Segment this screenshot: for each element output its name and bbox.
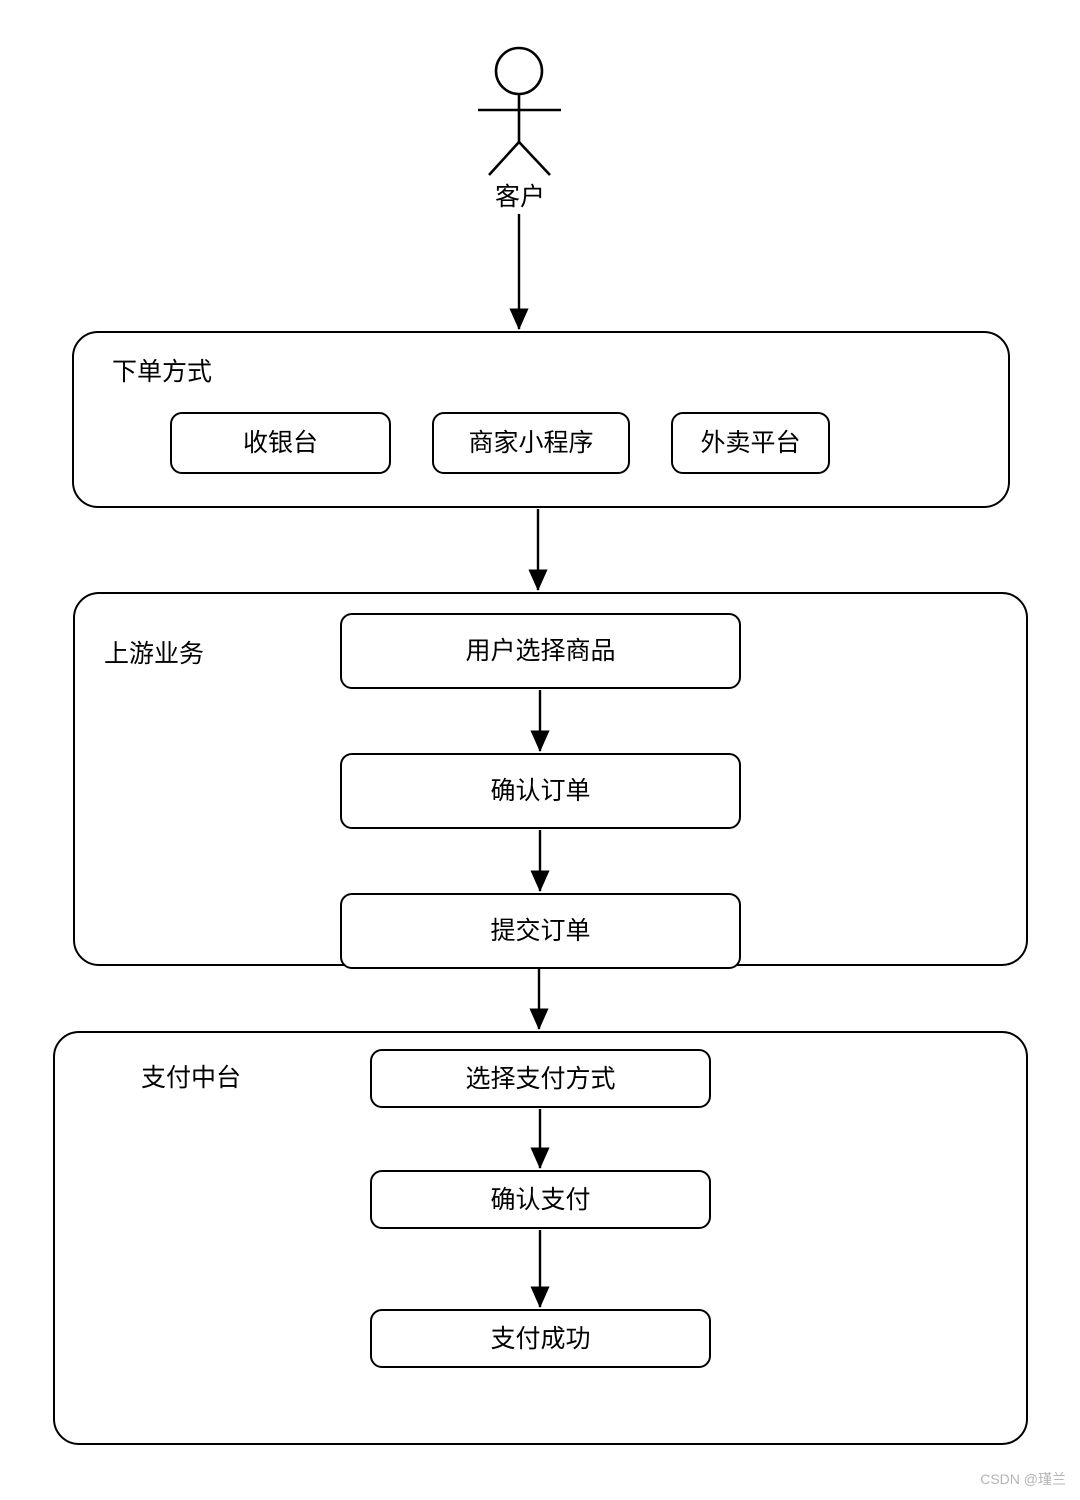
watermark-text: CSDN @瑾兰 — [980, 1471, 1066, 1487]
node-select-payment-method[interactable]: 选择支付方式 — [370, 1049, 711, 1108]
node-takeout-platform[interactable]: 外卖平台 — [671, 412, 830, 474]
node-cashier[interactable]: 收银台 — [170, 412, 391, 474]
node-submit-order[interactable]: 提交订单 — [340, 893, 741, 969]
actor-stick-figure-icon — [478, 46, 561, 176]
group-payment-platform — [53, 1031, 1028, 1445]
actor-label: 客户 — [494, 183, 545, 211]
node-payment-success[interactable]: 支付成功 — [370, 1309, 711, 1368]
group-label-upstream-business: 上游业务 — [104, 640, 205, 668]
node-merchant-miniapp[interactable]: 商家小程序 — [432, 412, 630, 474]
group-order-method — [72, 331, 1010, 508]
group-label-payment-platform: 支付中台 — [141, 1064, 242, 1092]
node-confirm-payment[interactable]: 确认支付 — [370, 1170, 711, 1229]
node-user-select-goods[interactable]: 用户选择商品 — [340, 613, 741, 689]
node-confirm-order[interactable]: 确认订单 — [340, 753, 741, 829]
group-label-order-method: 下单方式 — [112, 358, 213, 386]
